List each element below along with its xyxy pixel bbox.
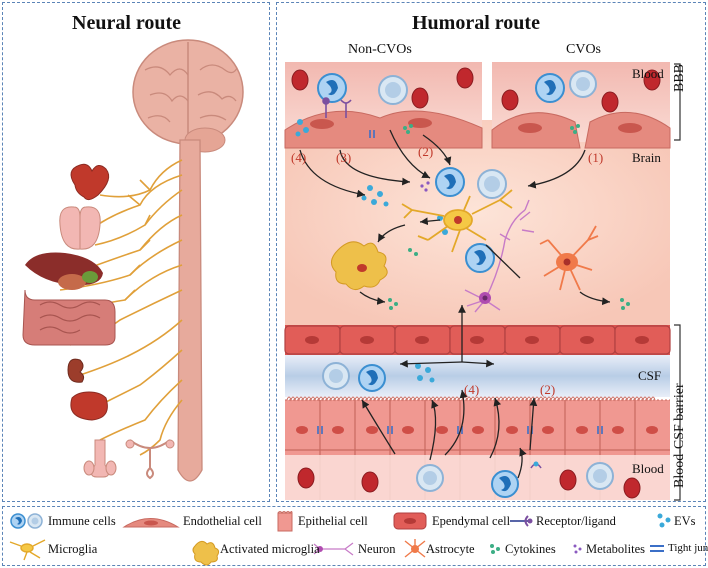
legend-astrocyte: Astrocyte	[426, 542, 475, 556]
legend-icons	[9, 511, 671, 566]
legend-epithelial-cell: Epithelial cell	[298, 514, 368, 528]
neuron-cell	[464, 199, 535, 313]
legend-receptor-ligand: Receptor/ligand	[536, 514, 616, 528]
receptor-ligand-top	[322, 97, 352, 118]
pathway-number-2-bottom: (2)	[540, 382, 556, 397]
pathway-number-4-top: (4)	[291, 150, 307, 165]
microglia-cell	[401, 189, 513, 253]
legend-evs: EVs	[674, 514, 696, 528]
red-blood-cells-bottom	[297, 467, 641, 499]
brain-illustration	[132, 39, 244, 153]
legend-tight-junctions: Tight junctions	[668, 542, 708, 554]
spinal-cord	[177, 139, 203, 482]
reproductive-organs	[83, 439, 175, 480]
pathway-number-1-top: (1)	[588, 150, 604, 165]
immune-cell-brain-1	[435, 167, 465, 197]
digestive-organs	[22, 252, 116, 346]
legend-microglia: Microglia	[48, 542, 98, 556]
astrocyte-cell	[539, 225, 599, 291]
legend-neuron: Neuron	[358, 542, 396, 556]
csf-label: CSF	[638, 368, 662, 383]
cell-detachment-arrows	[485, 244, 521, 279]
immune-cell-brain-3	[465, 243, 495, 273]
kidney-organ	[67, 358, 85, 383]
blood-bottom-label: Blood	[632, 461, 664, 476]
legend-cytokines: Cytokines	[505, 542, 556, 556]
humoral-route-title: Humoral route	[412, 12, 540, 34]
neural-route-title: Neural route	[72, 12, 182, 34]
brain-parenchyma-area	[285, 120, 670, 325]
ependymal-cell-layer	[284, 325, 671, 355]
blood-top-label: Blood	[632, 66, 664, 81]
immune-cells-csf	[322, 362, 386, 392]
legend-activated-microglia: Activated microglia	[220, 542, 320, 556]
heart-organ	[70, 163, 110, 201]
humoral-route-panel	[276, 2, 706, 502]
bladder-organ	[70, 391, 108, 421]
brain-label: Brain	[632, 150, 661, 165]
immune-cells-bottom	[416, 462, 614, 498]
cytokines	[388, 124, 630, 310]
tight-junction-top	[369, 130, 375, 138]
pathway-number-3-top: (3)	[336, 150, 352, 165]
legend-immune-cells: Immune cells	[48, 514, 116, 528]
immune-cell-brain-2	[477, 169, 507, 199]
cvos-label: CVOs	[566, 42, 602, 57]
legend-panel	[2, 506, 706, 566]
legend-ependymal-cell: Ependymal cell	[432, 514, 511, 528]
immune-cells-top	[317, 70, 597, 105]
receptor-ligand-bottom	[530, 461, 542, 469]
legend-metabolites: Metabolites	[586, 542, 646, 556]
blood-csf-barrier-label: Blood-CSF barrier	[672, 383, 687, 488]
evs-csf	[415, 363, 435, 383]
pathway-arrows	[299, 129, 611, 479]
legend-endothelial-cell: Endothelial cell	[183, 514, 262, 528]
non-cvo-endothelium	[284, 110, 483, 149]
bbb-label: BBB	[672, 63, 687, 92]
blood-csf-bracket	[674, 324, 681, 501]
bbb-bracket	[674, 63, 681, 141]
cvo-endothelium	[491, 111, 671, 149]
pathway-number-4-bottom: (4)	[464, 382, 480, 397]
red-blood-cells-top	[291, 67, 661, 113]
neural-route-panel	[2, 2, 270, 502]
non-cvos-label: Non-CVOs	[348, 42, 412, 57]
pathway-number-2-top: (2)	[418, 144, 434, 159]
lungs-organ	[59, 206, 101, 250]
